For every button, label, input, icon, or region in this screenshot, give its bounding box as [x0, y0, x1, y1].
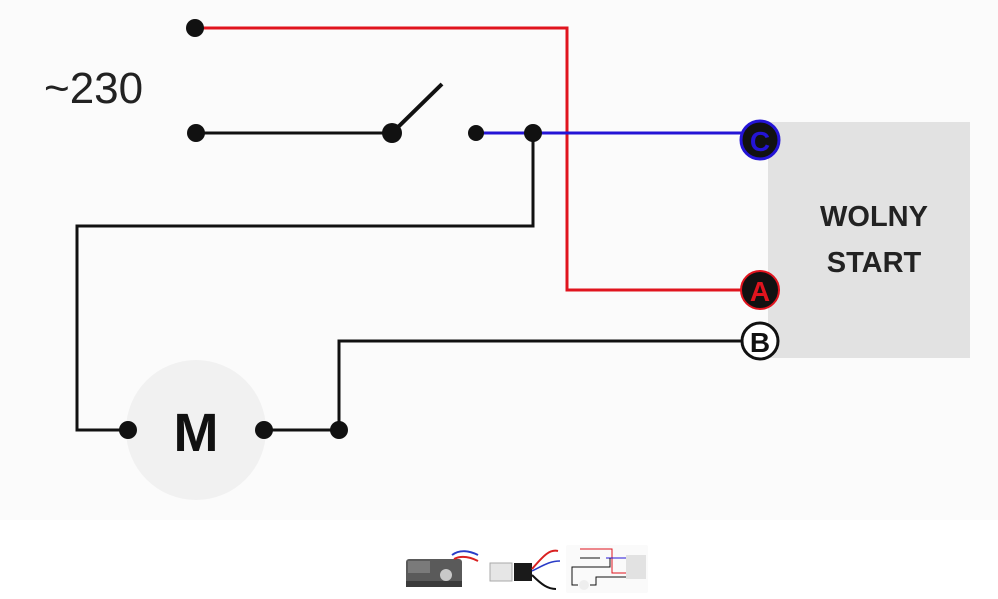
thumbnail-diagram-preview[interactable] — [566, 545, 648, 593]
switch-lever — [390, 82, 444, 135]
terminal-c-label: C — [750, 126, 770, 157]
terminal-a — [740, 270, 780, 310]
motor-return-junction — [330, 421, 348, 439]
terminal-c — [739, 119, 781, 161]
supply-live-terminal — [186, 19, 204, 37]
device-photo-image — [400, 545, 480, 593]
soft-start-module — [768, 122, 970, 358]
terminal-a-label: A — [750, 276, 770, 307]
wiring-photo-image — [486, 545, 562, 593]
module-label-line1: WOLNY — [820, 201, 928, 233]
motor-feed-wire — [75, 133, 535, 432]
motor-return-wire — [264, 339, 760, 432]
motor-left-terminal — [119, 421, 137, 439]
switch-pivot — [382, 123, 402, 143]
supply-voltage-label: ~230 — [44, 64, 143, 113]
junction-dot — [524, 124, 542, 142]
thumbnail-device-photo[interactable] — [400, 545, 480, 593]
motor-right-terminal — [255, 421, 273, 439]
supply-neutral-terminal — [187, 124, 205, 142]
motor-body — [126, 360, 266, 500]
terminal-b-label: B — [750, 327, 770, 358]
wiring-diagram: WOLNY START ~230 M C A — [44, 19, 970, 500]
terminal-b — [740, 321, 780, 361]
wiring-diagram-svg: WOLNY START ~230 M C A — [44, 19, 970, 500]
motor-label: M — [174, 403, 219, 463]
live-wire — [195, 26, 760, 292]
thumbnail-strip — [400, 545, 650, 595]
switch-contact — [468, 125, 484, 141]
module-label-line2: START — [827, 247, 922, 279]
diagram-preview-image — [566, 545, 648, 593]
thumbnail-wiring-photo[interactable] — [486, 545, 562, 593]
